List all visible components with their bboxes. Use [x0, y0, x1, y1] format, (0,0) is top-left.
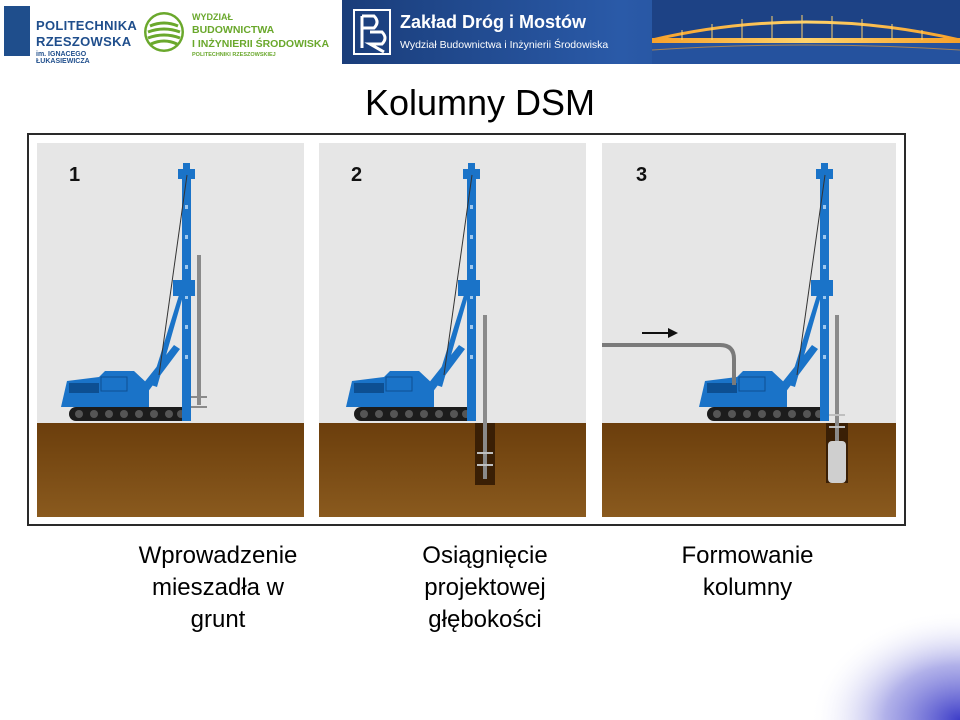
header: POLITECHNIKA RZESZOWSKA im. IGNACEGO ŁUK… — [0, 0, 960, 65]
decorative-corner — [810, 610, 960, 720]
dsm-process-figure: 1 2 — [27, 133, 906, 526]
faculty-name-line3: I INŻYNIERII ŚRODOWISKA — [192, 38, 330, 50]
caption-line: Formowanie — [681, 542, 814, 569]
caption-step-1: Wprowadzenie mieszadła w grunt — [108, 540, 328, 636]
caption-line: kolumny — [702, 574, 793, 601]
panel-1: 1 — [37, 143, 304, 517]
caption-line: Osiągnięcie — [422, 542, 548, 569]
department-banner: Zakład Dróg i Mostów Wydział Budownictwa… — [342, 0, 960, 64]
banner-title: Zakład Dróg i Mostów — [400, 12, 587, 32]
caption-line: głębokości — [428, 606, 542, 633]
university-emblem-icon — [4, 6, 30, 56]
dsm-process-illustration: 1 2 — [37, 143, 896, 517]
university-logo: POLITECHNIKA RZESZOWSKA im. IGNACEGO ŁUK… — [0, 0, 138, 65]
faculty-logo: WYDZIAŁ BUDOWNICTWA I INŻYNIERII ŚRODOWI… — [140, 0, 342, 64]
panel-3: 3 — [602, 143, 896, 517]
caption-line: Wprowadzenie — [138, 542, 298, 569]
university-mark-icon — [353, 9, 391, 55]
faculty-name-line1: WYDZIAŁ — [192, 12, 233, 22]
faculty-emblem-icon — [144, 12, 184, 52]
panel-3-number: 3 — [636, 164, 647, 186]
panel-2: 2 — [319, 143, 586, 517]
caption-line: grunt — [190, 606, 246, 633]
university-name-line3: im. IGNACEGO ŁUKASIEWICZA — [36, 51, 90, 65]
university-name-line1: POLITECHNIKA — [36, 18, 138, 33]
university-name-line2: RZESZOWSKA — [36, 34, 132, 49]
banner-subtitle: Wydział Budownictwa i Inżynierii Środowi… — [400, 39, 609, 51]
panel-1-number: 1 — [69, 164, 80, 186]
panel-2-number: 2 — [351, 164, 362, 186]
bridge-image — [652, 0, 960, 64]
slide-title: Kolumny DSM — [364, 82, 596, 123]
caption-line: projektowej — [424, 574, 546, 601]
faculty-name-line2: BUDOWNICTWA — [192, 24, 275, 36]
caption-step-3: Formowanie kolumny — [640, 540, 855, 604]
caption-line: mieszadła w — [151, 574, 285, 601]
caption-step-2: Osiągnięcie projektowej głębokości — [380, 540, 590, 636]
faculty-name-line4: POLITECHNIKI RZESZOWSKIEJ — [192, 52, 276, 58]
